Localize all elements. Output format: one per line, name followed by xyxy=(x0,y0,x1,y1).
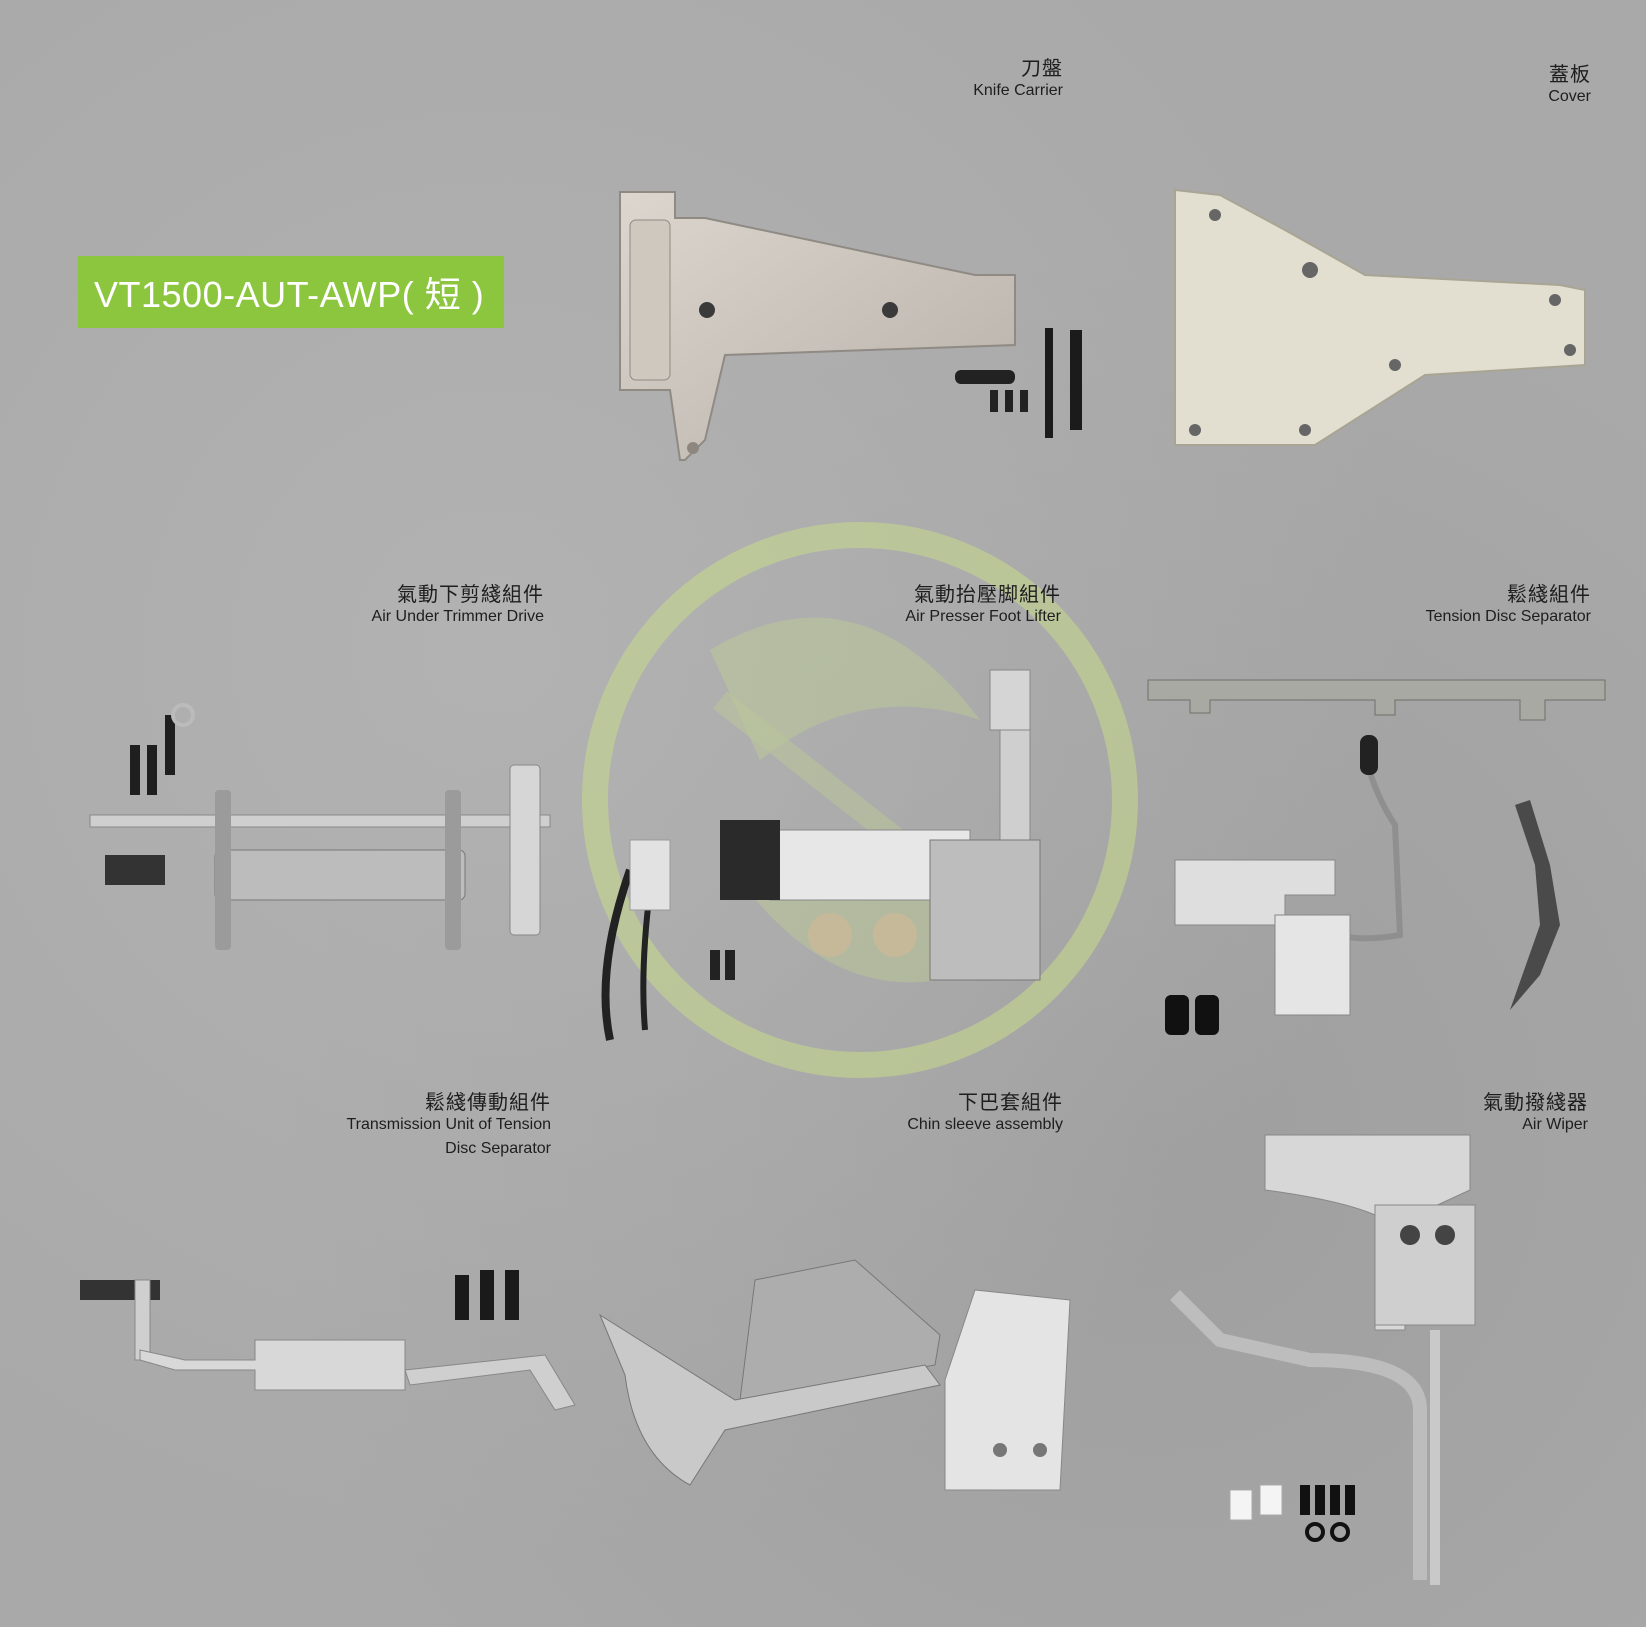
cover-image xyxy=(1165,188,1590,450)
label-en: Air Wiper xyxy=(1522,1116,1588,1133)
knife-carrier-image xyxy=(615,190,1125,470)
label-en: Air Presser Foot Lifter xyxy=(905,608,1061,625)
transmission-unit-image xyxy=(75,1270,585,1440)
label-cover: 蓋板 Cover xyxy=(1548,62,1591,108)
air-under-trimmer-image xyxy=(85,703,565,975)
label-en: Knife Carrier xyxy=(973,82,1063,99)
model-title: VT1500-AUT-AWP( 短 ) xyxy=(78,256,504,328)
air-wiper-image xyxy=(1170,1130,1500,1590)
air-presser-foot-image xyxy=(600,669,1041,1050)
label-en: Chin sleeve assembly xyxy=(907,1116,1063,1133)
label-tension-disc-separator: 鬆綫組件 Tension Disc Separator xyxy=(1426,582,1591,628)
label-transmission-unit: 鬆綫傳動組件 Transmission Unit of Tension Disc… xyxy=(346,1090,551,1160)
label-en: Transmission Unit of Tension xyxy=(346,1116,551,1133)
label-zh: 氣動下剪綫組件 xyxy=(397,582,544,606)
label-zh: 蓋板 xyxy=(1549,62,1591,86)
label-en: Air Under Trimmer Drive xyxy=(371,608,544,625)
label-zh: 刀盤 xyxy=(1021,56,1063,80)
label-en: Tension Disc Separator xyxy=(1425,608,1591,625)
label-zh: 氣動撥綫器 xyxy=(1483,1090,1588,1114)
label-knife-carrier: 刀盤 Knife Carrier xyxy=(973,56,1063,102)
label-zh: 氣動抬壓脚組件 xyxy=(914,582,1061,606)
label-air-under-trimmer: 氣動下剪綫組件 Air Under Trimmer Drive xyxy=(372,582,544,628)
label-zh: 鬆綫組件 xyxy=(1507,582,1591,606)
tension-disc-separator-image xyxy=(1145,675,1615,1055)
chin-sleeve-image xyxy=(595,1255,1075,1491)
label-en: Cover xyxy=(1548,88,1591,105)
label-chin-sleeve: 下巴套組件 Chin sleeve assembly xyxy=(907,1090,1063,1136)
label-zh: 鬆綫傳動組件 xyxy=(425,1090,551,1114)
label-en-2: Disc Separator xyxy=(445,1140,551,1157)
label-zh: 下巴套組件 xyxy=(958,1090,1063,1114)
label-air-wiper: 氣動撥綫器 Air Wiper xyxy=(1483,1090,1588,1136)
label-air-presser-foot: 氣動抬壓脚組件 Air Presser Foot Lifter xyxy=(905,582,1061,628)
